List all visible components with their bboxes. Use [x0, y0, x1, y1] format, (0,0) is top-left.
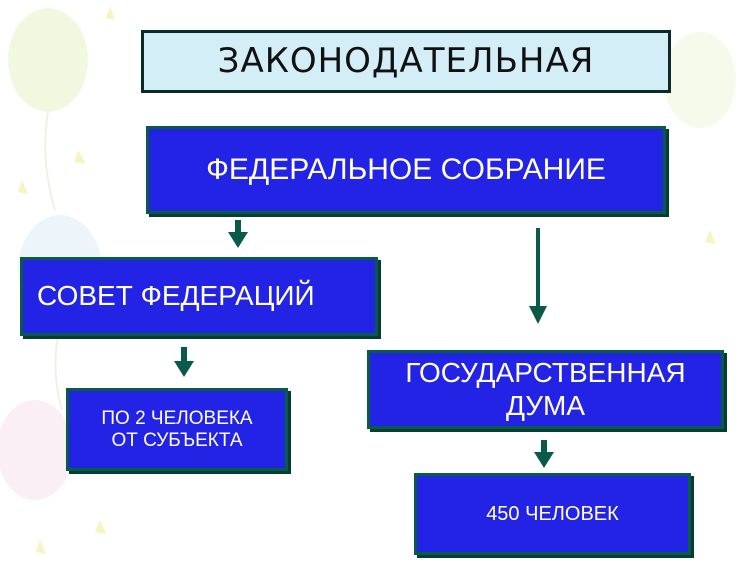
- arrow-to-duma-members: [532, 440, 556, 470]
- arrow-to-council-members: [172, 347, 196, 379]
- federal-assembly-label: ФЕДЕРАЛЬНОЕ СОБРАНИЕ: [206, 153, 606, 188]
- council-members-line2: ОТ СУБЪЕКТА: [101, 430, 252, 452]
- state-duma-label-line1: ГОСУДАРСТВЕННАЯ: [405, 357, 685, 389]
- arrow-to-duma: [526, 228, 550, 326]
- title-box: ЗАКОНОДАТЕЛЬНАЯ: [141, 30, 671, 93]
- council-members-line1: ПО 2 ЧЕЛОВЕКА: [101, 408, 252, 430]
- council-members-box: ПО 2 ЧЕЛОВЕКА ОТ СУБЪЕКТА: [66, 388, 288, 471]
- federation-council-label: СОВЕТ ФЕДЕРАЦИЙ: [37, 280, 315, 312]
- federation-council-box: СОВЕТ ФЕДЕРАЦИЙ: [20, 257, 378, 336]
- duma-members-label: 450 ЧЕЛОВЕК: [486, 503, 619, 526]
- federal-assembly-box: ФЕДЕРАЛЬНОЕ СОБРАНИЕ: [146, 126, 666, 214]
- state-duma-label-line2: ДУМА: [405, 390, 685, 422]
- title-text: ЗАКОНОДАТЕЛЬНАЯ: [218, 42, 595, 81]
- arrow-to-council: [226, 220, 250, 250]
- state-duma-box: ГОСУДАРСТВЕННАЯ ДУМА: [367, 350, 724, 429]
- duma-members-box: 450 ЧЕЛОВЕК: [414, 473, 691, 555]
